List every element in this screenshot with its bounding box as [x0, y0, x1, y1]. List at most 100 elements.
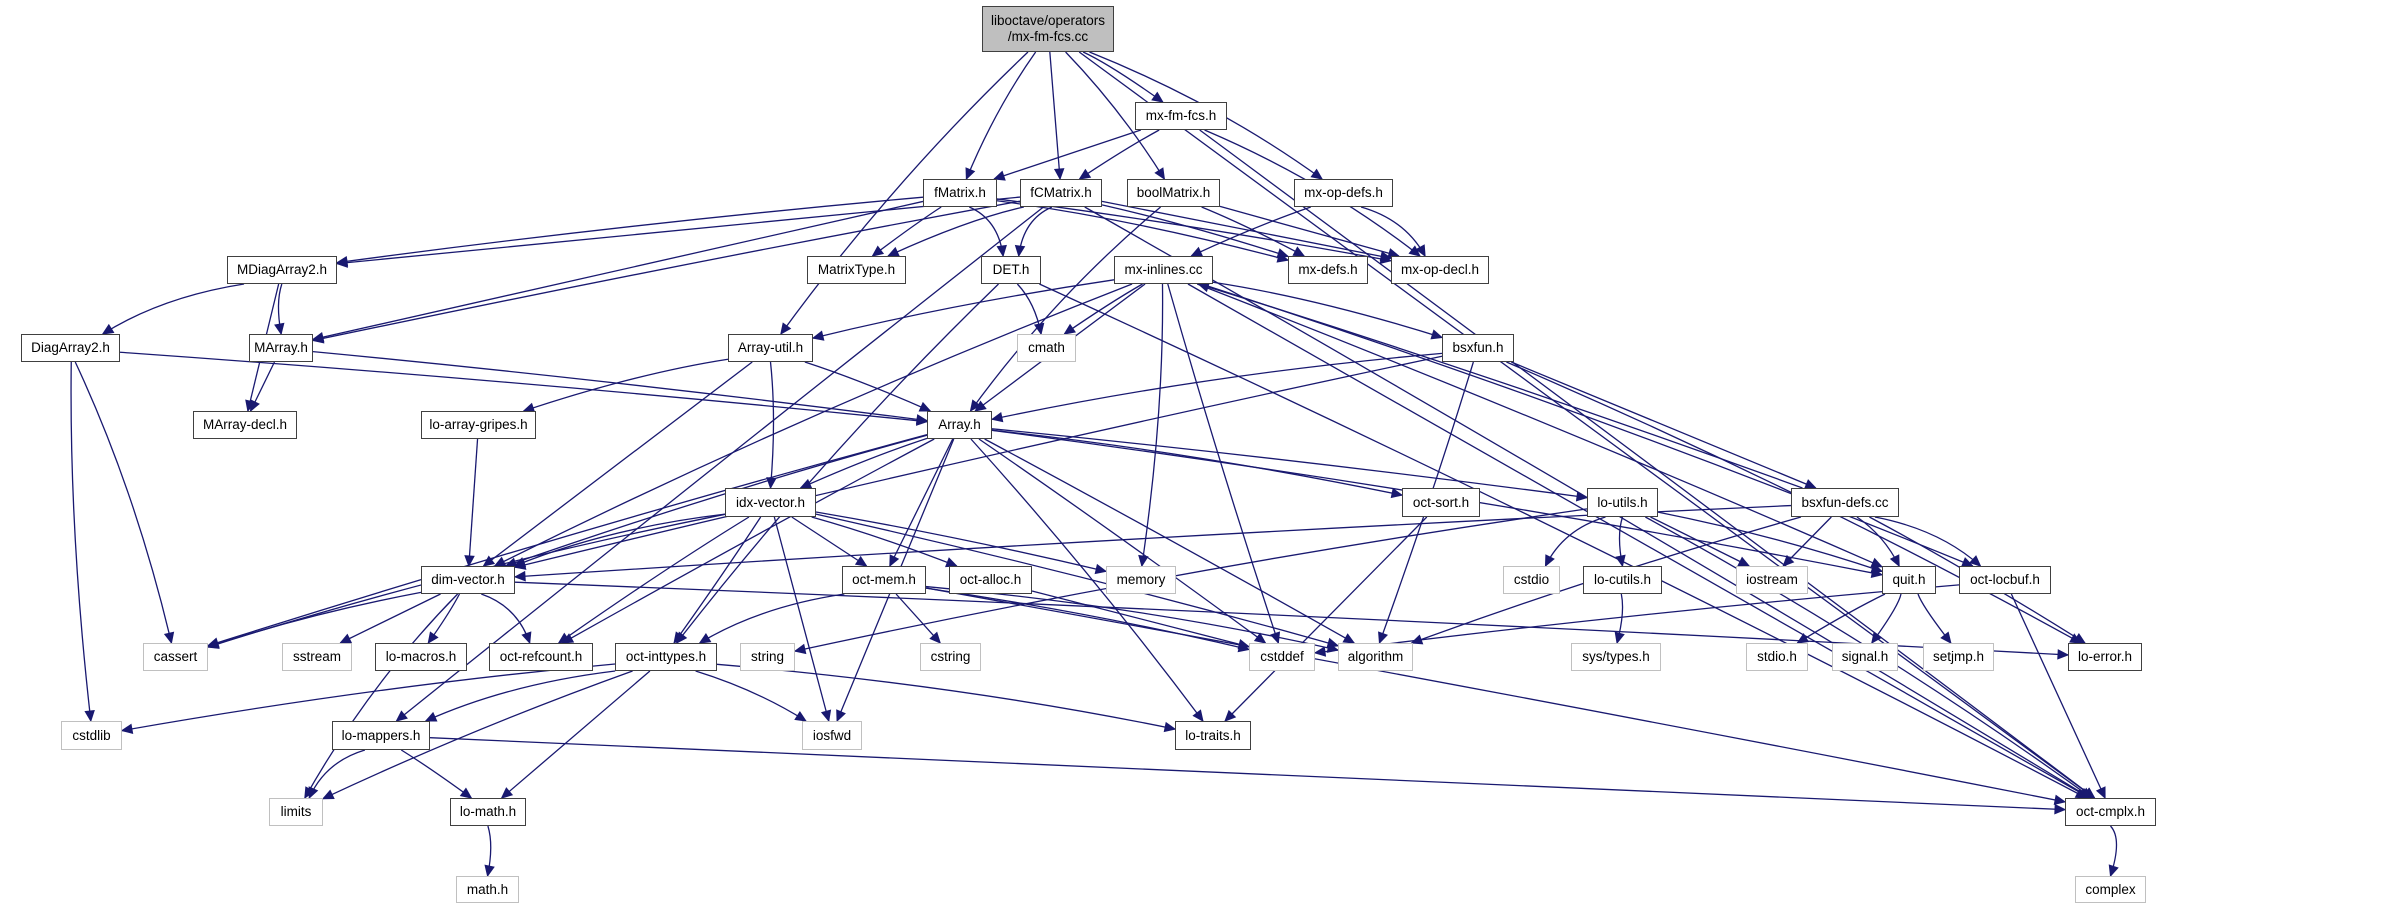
node-mx-inlines-cc[interactable]: mx-inlines.cc: [1114, 256, 1213, 284]
node-marray-h[interactable]: MArray.h: [249, 334, 313, 362]
arrowhead: [2095, 786, 2106, 800]
node-label: bsxfun.h: [1452, 340, 1504, 355]
edge-lo-math-h-to-math-h: [484, 825, 495, 878]
edge-array-util-h-to-dim-vector-h: [482, 361, 753, 567]
arrowhead: [820, 709, 832, 723]
node-mdiagarray2-h[interactable]: MDiagArray2.h: [227, 256, 337, 284]
arrowhead: [673, 631, 685, 644]
edge-oct-mem-h-to-cstring: [895, 593, 942, 644]
node-oct-alloc-h[interactable]: oct-alloc.h: [949, 566, 1032, 594]
node-label: sstream: [292, 649, 341, 664]
node-label: string: [750, 649, 784, 664]
arrowhead: [1737, 556, 1751, 567]
edge-mx-inlines-cc-to-cmath: [1063, 283, 1143, 335]
edge-oct-inttypes-h-to-lo-traits-h: [716, 663, 1177, 733]
node-lo-traits-h[interactable]: lo-traits.h: [1175, 721, 1251, 750]
edge-idx-vector-h-to-iosfwd: [773, 516, 832, 723]
node-det-h[interactable]: DET.h: [981, 256, 1041, 284]
node-mx-op-defs-h[interactable]: mx-op-defs.h: [1294, 179, 1393, 207]
node-fcmatrix-h[interactable]: fCMatrix.h: [1020, 179, 1102, 207]
arrowhead: [84, 709, 95, 723]
node-boolmatrix-h[interactable]: boolMatrix.h: [1127, 179, 1220, 207]
edge-array-h-to-oct-sort-h: [991, 429, 1404, 499]
node-cstring: cstring: [920, 643, 981, 671]
node-lo-error-h[interactable]: lo-error.h: [2068, 643, 2142, 671]
node-lo-math-h[interactable]: lo-math.h: [450, 798, 526, 826]
node-idx-vector-h[interactable]: idx-vector.h: [725, 488, 816, 517]
edge-root-to-fmatrix-h: [965, 51, 1037, 181]
node-label: sys/types.h: [1582, 649, 1650, 664]
node-label: math.h: [466, 881, 509, 897]
arrowhead: [120, 723, 134, 734]
node-matrixtype-h[interactable]: MatrixType.h: [807, 256, 906, 284]
node-lo-array-gripes-h[interactable]: lo-array-gripes.h: [421, 411, 536, 439]
arrowhead: [965, 167, 976, 181]
node-cstddef: cstddef: [1249, 643, 1315, 671]
edge-mx-inlines-cc-to-memory: [1138, 283, 1164, 568]
node-diagarray2-h[interactable]: DiagArray2.h: [21, 334, 120, 362]
arrowhead: [1224, 709, 1237, 722]
arrowhead: [969, 399, 981, 412]
arrowhead: [1237, 639, 1251, 650]
node-bsxfun-defs-cc[interactable]: bsxfun-defs.cc: [1791, 488, 1899, 517]
node-lo-macros-h[interactable]: lo-macros.h: [375, 643, 467, 671]
node-label: iostream: [1746, 572, 1798, 587]
node-cassert: cassert: [143, 643, 208, 671]
node-oct-locbuf-h[interactable]: oct-locbuf.h: [1959, 566, 2051, 594]
edge-idx-vector-h-to-oct-refcount-h: [557, 516, 750, 644]
node-label: stdio.h: [1757, 649, 1797, 664]
node-array-util-h[interactable]: Array-util.h: [728, 334, 813, 362]
arrowhead: [1138, 554, 1149, 568]
root-node[interactable]: liboctave/operators /mx-fm-fcs.cc: [982, 6, 1114, 52]
node-dim-vector-h[interactable]: dim-vector.h: [421, 566, 515, 594]
node-mx-defs-h[interactable]: mx-defs.h: [1288, 256, 1368, 284]
arrowhead: [974, 400, 987, 412]
edge-fcmatrix-h-to-matrixtype-h: [886, 206, 1024, 257]
arrowhead: [482, 555, 496, 567]
node-label: mx-fm-fcs.h: [1145, 108, 1217, 123]
edge-bsxfun-h-to-array-h: [990, 352, 1443, 423]
arrowhead: [1253, 632, 1267, 644]
node-mx-op-decl-h[interactable]: mx-op-decl.h: [1391, 256, 1489, 284]
node-marray-decl-h[interactable]: MArray-decl.h: [193, 411, 297, 439]
node-oct-inttypes-h[interactable]: oct-inttypes.h: [615, 643, 717, 671]
arrowhead: [929, 631, 942, 644]
edge-dim-vector-h-to-lo-error-h: [514, 581, 2070, 660]
node-label: cmath: [1028, 340, 1065, 355]
edge-mx-op-defs-h-to-mx-inlines-cc: [1190, 206, 1311, 257]
edge-lo-utils-h-to-quit-h: [1657, 511, 1884, 574]
edge-oct-sort-h-to-lo-traits-h: [1224, 516, 1428, 722]
node-oct-mem-h[interactable]: oct-mem.h: [842, 566, 926, 594]
node-array-h[interactable]: Array.h: [927, 411, 992, 439]
node-oct-cmplx-h[interactable]: oct-cmplx.h: [2065, 798, 2156, 826]
node-bsxfun-h[interactable]: bsxfun.h: [1442, 334, 1514, 362]
arrowhead: [339, 633, 353, 644]
node-lo-cutils-h[interactable]: lo-cutils.h: [1583, 566, 1662, 594]
node-fmatrix-h[interactable]: fMatrix.h: [923, 179, 997, 207]
root-label-line2: /mx-fm-fcs.cc: [1007, 29, 1089, 44]
edge-mx-fm-fcs-h-to-fmatrix-h: [992, 129, 1142, 181]
arrowhead: [1575, 491, 1589, 502]
arrowhead: [1063, 323, 1076, 335]
node-oct-refcount-h[interactable]: oct-refcount.h: [489, 643, 593, 671]
arrowhead: [500, 787, 514, 799]
edge-quit-h-to-stdio-h: [1796, 593, 1886, 644]
node-quit-h[interactable]: quit.h: [1882, 566, 1936, 594]
node-lo-mappers-h[interactable]: lo-mappers.h: [332, 721, 430, 750]
arrowhead: [2053, 794, 2067, 806]
arrowhead: [1078, 168, 1092, 180]
node-oct-sort-h[interactable]: oct-sort.h: [1402, 488, 1480, 517]
node-lo-utils-h[interactable]: lo-utils.h: [1587, 488, 1658, 517]
edge-det-h-to-cmath: [1016, 283, 1045, 336]
arrowhead: [163, 631, 175, 645]
node-limits: limits: [269, 798, 323, 826]
arrowhead: [992, 170, 1006, 181]
edge-root-to-boolmatrix-h: [1065, 51, 1166, 181]
node-label: lo-cutils.h: [1593, 572, 1652, 587]
arrowhead: [250, 399, 260, 413]
node-label: lo-array-gripes.h: [429, 417, 528, 432]
edge-bsxfun-defs-cc-to-oct-locbuf-h: [1874, 516, 1982, 567]
edge-idx-vector-h-to-memory: [815, 511, 1108, 575]
node-mx-fm-fcs-h[interactable]: mx-fm-fcs.h: [1135, 102, 1227, 130]
node-label: cstddef: [1260, 649, 1304, 664]
